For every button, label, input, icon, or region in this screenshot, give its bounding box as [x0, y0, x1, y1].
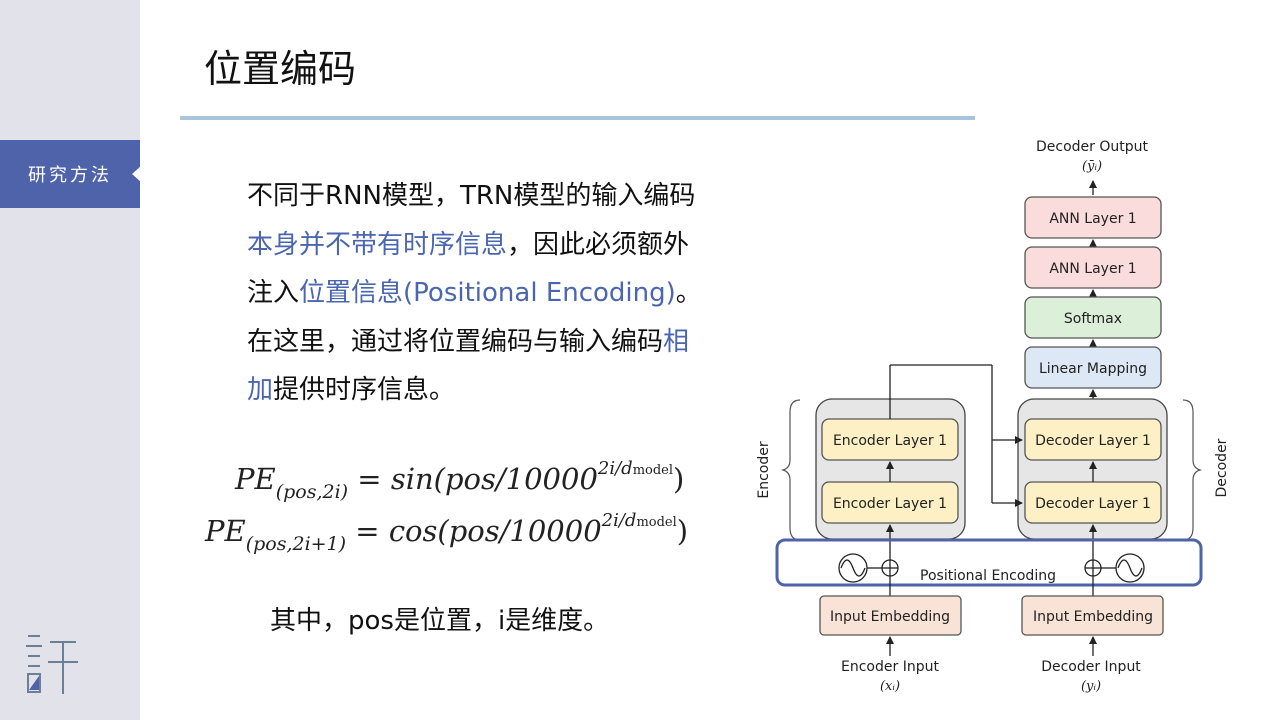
paragraph-highlight: 相加: [247, 326, 690, 406]
sine-wave-icon: [1117, 559, 1143, 577]
paragraph-segment: 提供时序信息。: [273, 375, 456, 405]
exponent-text: 2i/d: [601, 510, 637, 531]
formula-lhs: PE: [205, 514, 246, 548]
decoder-brace: [1182, 399, 1203, 541]
decoder-layer-box: [1024, 418, 1162, 461]
tab-notch: [132, 166, 141, 182]
ann-layer-label: ANN Layer 1: [1049, 211, 1136, 227]
title-divider: [180, 116, 975, 120]
encoder-embedding-label: Input Embedding: [830, 609, 950, 625]
section-tab-label: 研究方法: [28, 165, 112, 186]
encoder-brace: [780, 399, 801, 541]
decoder-output-var: (ȳᵢ): [1082, 159, 1102, 174]
softmax-box: [1024, 296, 1162, 339]
paragraph-segment: 。在这里，通过将位置编码与输入编码: [247, 278, 702, 357]
formula-exponent: 2i/dmodel: [598, 458, 673, 479]
formula-rhs: = sin(pos/10000: [357, 462, 598, 496]
encoder-layer-label: Encoder Layer 1: [833, 496, 947, 512]
encoder-layer-label: Encoder Layer 1: [833, 433, 947, 449]
decoder-input-var: (yᵢ): [1081, 679, 1101, 694]
decoder-layer-label: Decoder Layer 1: [1035, 496, 1151, 512]
formula-subscript: (pos,2i): [275, 481, 349, 503]
formula-note: 其中，pos是位置，i是维度。: [270, 606, 610, 636]
formula-subscript: (pos,2i+1): [245, 533, 347, 555]
paragraph-segment: ，因此必须额外注入: [247, 229, 690, 309]
decoder-embedding-label: Input Embedding: [1033, 609, 1153, 625]
encoder-input-var: (xᵢ): [880, 679, 900, 694]
formula-sin: PE(pos,2i) = sin(pos/100002i/dmodel): [235, 458, 735, 503]
description-paragraph: 不同于RNN模型，TRN模型的输入编码本身并不带有时序信息，因此必须额外注入位置…: [247, 172, 707, 415]
decoder-side-label: Decoder: [1214, 438, 1230, 497]
sine-wave-icon: [840, 559, 866, 577]
ann-layer-box: [1024, 196, 1162, 239]
positional-encoding-label: Positional Encoding: [920, 568, 1056, 584]
softmax-label: Softmax: [1064, 311, 1122, 327]
decoder-input-label: Decoder Input: [1041, 659, 1141, 675]
linear-mapping-box: [1024, 346, 1162, 389]
positional-encoding-highlight: [775, 538, 1203, 587]
formula-cos: PE(pos,2i+1) = cos(pos/100002i/dmodel): [205, 510, 705, 555]
paragraph-segment: 不同于RNN模型，TRN模型的输入编码: [247, 181, 696, 211]
sidebar: 研究方法: [0, 0, 141, 720]
formula-close: ): [673, 462, 685, 496]
page-title: 位置编码: [204, 47, 357, 91]
linear-mapping-label: Linear Mapping: [1039, 361, 1147, 377]
encoder-embedding-box: [819, 595, 962, 636]
formula-close: ): [676, 514, 689, 548]
ann-layer-box: [1024, 246, 1162, 289]
decoder-embedding-box: [1021, 595, 1164, 636]
formula-lhs: PE: [235, 462, 276, 496]
formula-rhs: = cos(pos/10000: [355, 514, 602, 548]
decoder-output-label: Decoder Output: [1036, 139, 1149, 155]
ann-layer-label: ANN Layer 1: [1049, 261, 1136, 277]
exponent-text: 2i/d: [597, 458, 633, 479]
paragraph-highlight: 位置信息(Positional Encoding): [299, 278, 676, 308]
exponent-subscript: model: [636, 515, 677, 530]
exponent-subscript: model: [632, 463, 674, 478]
encoder-input-label: Encoder Input: [841, 659, 939, 675]
paragraph-highlight: 本身并不带有时序信息: [247, 229, 508, 260]
formula-exponent: 2i/dmodel: [602, 510, 677, 531]
xu-character-logo-icon: [26, 635, 78, 694]
section-tab[interactable]: 研究方法: [0, 140, 141, 208]
decoder-layer-label: Decoder Layer 1: [1035, 433, 1151, 449]
encoder-side-label: Encoder: [756, 441, 772, 498]
